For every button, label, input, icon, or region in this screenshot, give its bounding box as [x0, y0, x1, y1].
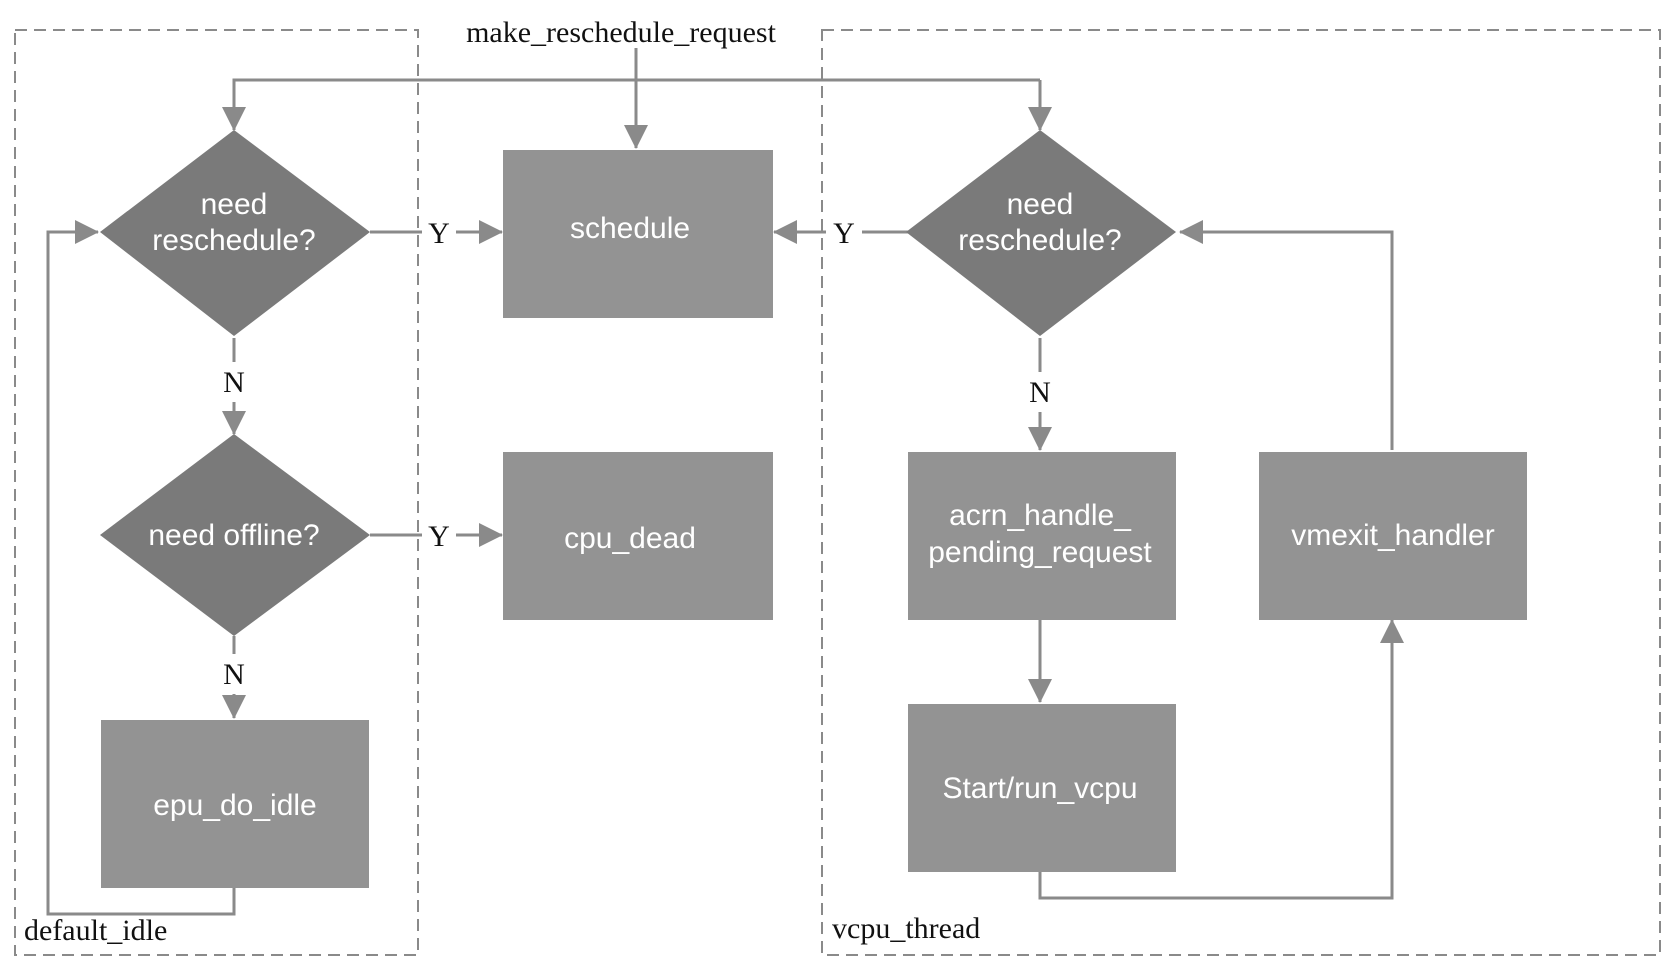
edge-idle-loop-back: [46, 220, 236, 916]
acrn-handle-line2: pending_request: [928, 536, 1152, 569]
default-idle-group: [14, 29, 419, 956]
offline-yes-label: Y: [428, 520, 450, 553]
left-need-reschedule-decision: need reschedule?: [100, 130, 370, 336]
default-idle-label: default_idle: [24, 914, 167, 947]
cpu-dead-process: cpu_dead: [503, 452, 773, 620]
right-resched-yes-label: Y: [833, 217, 855, 250]
left-need-reschedule-line1: need: [201, 188, 268, 221]
left-need-reschedule-line2: reschedule?: [152, 224, 315, 257]
flow-lines: [46, 48, 1404, 916]
need-offline-text: need offline?: [148, 519, 319, 552]
schedule-text: schedule: [570, 212, 690, 245]
right-resched-no-label: N: [1029, 376, 1051, 409]
epu-do-idle-process: epu_do_idle: [101, 720, 369, 888]
need-offline-decision: need offline?: [100, 434, 370, 636]
cpu-dead-text: cpu_dead: [564, 522, 696, 555]
left-resched-yes-label: Y: [428, 217, 450, 250]
start-run-vcpu-process: Start/run_vcpu: [908, 704, 1176, 872]
right-need-reschedule-line2: reschedule?: [958, 224, 1121, 257]
edge-request-to-left-decision: [222, 78, 1040, 131]
right-need-reschedule-line1: need: [1007, 188, 1074, 221]
edge-start-to-vmexit: [1038, 619, 1404, 900]
right-need-reschedule-decision: need reschedule?: [906, 130, 1176, 336]
start-run-vcpu-text: Start/run_vcpu: [942, 772, 1137, 805]
schedule-process: schedule: [503, 150, 773, 318]
make-reschedule-request-label: make_reschedule_request: [466, 16, 777, 49]
acrn-handle-pending-request-process: acrn_handle_ pending_request: [908, 452, 1176, 620]
offline-no-label: N: [223, 658, 245, 691]
vmexit-handler-text: vmexit_handler: [1291, 519, 1494, 552]
left-resched-no-label: N: [223, 366, 245, 399]
vcpu-thread-label: vcpu_thread: [832, 912, 980, 945]
acrn-handle-line1: acrn_handle_: [949, 499, 1132, 532]
edge-vmexit-to-right-decision: [1179, 220, 1394, 450]
vmexit-handler-process: vmexit_handler: [1259, 452, 1527, 620]
epu-do-idle-text: epu_do_idle: [153, 789, 317, 822]
vcpu-thread-group: [821, 29, 1661, 956]
